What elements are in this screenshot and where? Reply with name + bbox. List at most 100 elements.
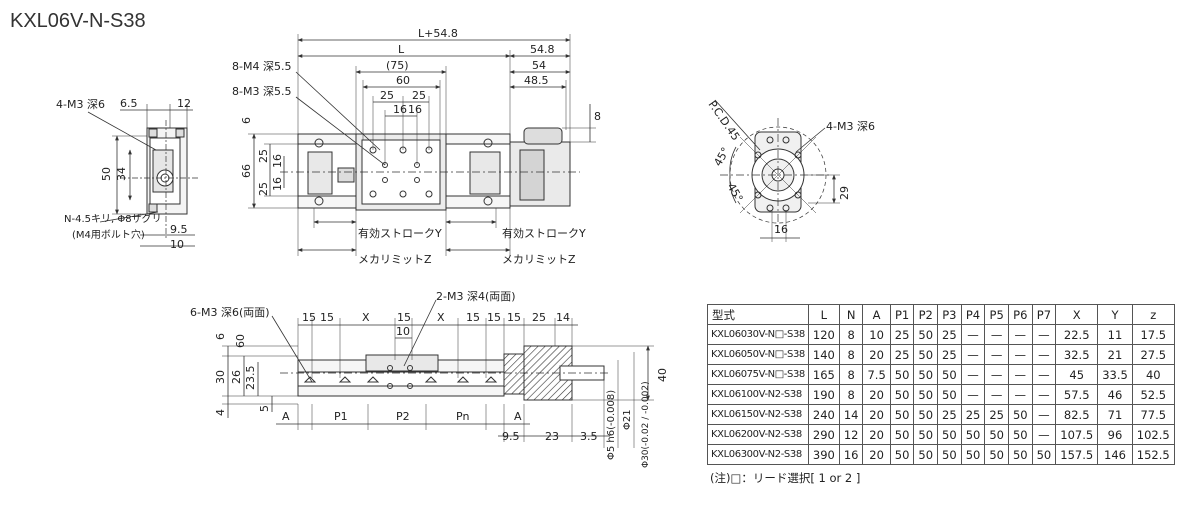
table-cell: 82.5 — [1055, 404, 1099, 425]
table-cell-model: KXL06050V-N□-S38 — [707, 344, 809, 365]
table-cell: 25 — [937, 404, 962, 425]
stroke-label-left: 有効ストロークY — [358, 226, 442, 240]
table-cell: 50 — [960, 444, 986, 465]
table-cell: — — [984, 344, 1009, 365]
dim-l-plus-54-8: L+54.8 — [418, 27, 458, 40]
side-right-dim-phi30: Φ30(-0.02 / -0.002) — [641, 381, 651, 468]
table-cell: 46 — [1097, 384, 1133, 405]
table-cell: 50 — [1007, 444, 1033, 465]
table-header: 型式 — [707, 304, 809, 325]
table-cell: — — [984, 364, 1009, 385]
dim-48-5: 48.5 — [524, 74, 549, 87]
side-top-dim-15-b: 15 — [320, 311, 334, 324]
table-cell: 7.5 — [862, 364, 891, 385]
table-cell: 16 — [838, 444, 864, 465]
table-header: P7 — [1031, 304, 1057, 325]
flange-callout-m3: 4-M3 深6 — [826, 120, 875, 133]
side-bottom-dim-pn: Pn — [456, 410, 469, 423]
dim-16-b: 16 — [408, 103, 422, 116]
table-cell: 96 — [1097, 424, 1133, 445]
table-cell: — — [960, 324, 986, 345]
side-bottom-dim-23: 23 — [545, 430, 559, 443]
side-top-dim-15-c: 15 — [397, 311, 411, 324]
side-view-shaft — [559, 365, 605, 381]
table-cell: 52.5 — [1131, 384, 1175, 405]
table-cell: 50 — [984, 444, 1009, 465]
end-view-dim-50: 50 — [100, 167, 113, 181]
table-cell: — — [1007, 364, 1033, 385]
side-left-dim-23-5: 23.5 — [244, 366, 257, 391]
table-cell: 25 — [984, 404, 1009, 425]
table-cell: 50 — [1031, 444, 1057, 465]
table-cell: 50 — [937, 424, 962, 445]
end-view-labels: 4-M3 深6 6.5 12 50 34 N-4.5キリ, Φ8ザグリ (M4用… — [56, 97, 191, 251]
table-cell: 165 — [807, 364, 840, 385]
end-view-dim-9-5: 9.5 — [170, 223, 188, 236]
table-cell: 50 — [937, 444, 962, 465]
side-right-dim-phi21: Φ21 — [622, 409, 633, 430]
table-cell: 8 — [838, 384, 864, 405]
table-cell: 22.5 — [1055, 324, 1099, 345]
table-cell: 50 — [889, 364, 915, 385]
dim-25-b: 25 — [412, 89, 426, 102]
table-cell: 11 — [1097, 324, 1133, 345]
callout-8-m4: 8-M4 深5.5 — [232, 60, 291, 73]
table-cell: — — [984, 384, 1009, 405]
side-right-dim-40: 40 — [656, 368, 669, 382]
flange-dim-16: 16 — [774, 223, 788, 236]
side-top-dim-x-b: X — [437, 311, 445, 324]
table-cell: 25 — [937, 324, 962, 345]
table-cell: 50 — [937, 384, 962, 405]
table-cell: 50 — [1007, 404, 1033, 425]
table-cell: 77.5 — [1131, 404, 1175, 425]
table-cell: 8 — [838, 364, 864, 385]
top-view-labels: L+54.8 L 54.8 (75) 54 60 48.5 25 25 16 1… — [232, 27, 601, 266]
end-view-callout-bolt-hole: N-4.5キリ, Φ8ザグリ — [64, 212, 162, 225]
side-left-dim-30: 30 — [214, 370, 227, 384]
table-header: A — [862, 304, 891, 325]
page-title: KXL06V-N-S38 — [10, 10, 146, 32]
side-view-carriage — [365, 354, 439, 372]
dim-54: 54 — [532, 59, 546, 72]
dim-25-c: 25 — [257, 149, 270, 163]
table-cell: 290 — [807, 424, 840, 445]
spec-table: 型式 L N A P1 P2 P3 P4 P5 P6 P7 X Y z KXL0… — [707, 304, 1175, 465]
table-cell: 50 — [1007, 424, 1033, 445]
table-cell: 50 — [937, 364, 962, 385]
dim-16-c: 16 — [271, 154, 284, 168]
table-cell: 140 — [807, 344, 840, 365]
table-cell: 33.5 — [1097, 364, 1133, 385]
table-cell: 14 — [838, 404, 864, 425]
table-cell: 27.5 — [1131, 344, 1175, 365]
table-cell-model: KXL06100V-N2-S38 — [707, 384, 809, 405]
table-cell: 10 — [862, 324, 891, 345]
table-cell: 50 — [889, 404, 915, 425]
table-cell-model: KXL06150V-N2-S38 — [707, 404, 809, 425]
table-cell: 50 — [913, 384, 939, 405]
table-cell: 190 — [807, 384, 840, 405]
side-bottom-dim-a-left: A — [282, 410, 290, 423]
dim-54-8: 54.8 — [530, 43, 555, 56]
table-header: P6 — [1007, 304, 1033, 325]
dim-16-d: 16 — [271, 177, 284, 191]
table-cell: 20 — [862, 404, 891, 425]
table-header: z — [1131, 304, 1175, 325]
table-cell: 71 — [1097, 404, 1133, 425]
table-cell: — — [1007, 324, 1033, 345]
table-cell: 21 — [1097, 344, 1133, 365]
table-cell: 50 — [913, 364, 939, 385]
end-view-dim-10: 10 — [170, 238, 184, 251]
table-cell: — — [960, 364, 986, 385]
table-cell: 12 — [838, 424, 864, 445]
side-left-dim-4: 4 — [214, 409, 227, 416]
table-cell: 20 — [862, 344, 891, 365]
table-cell: — — [984, 324, 1009, 345]
end-view-callout-m4: (M4用ボルト穴) — [72, 228, 145, 241]
side-bottom-dim-p2: P2 — [396, 410, 410, 423]
callout-8-m3: 8-M3 深5.5 — [232, 85, 291, 98]
dim-8: 8 — [594, 110, 601, 123]
